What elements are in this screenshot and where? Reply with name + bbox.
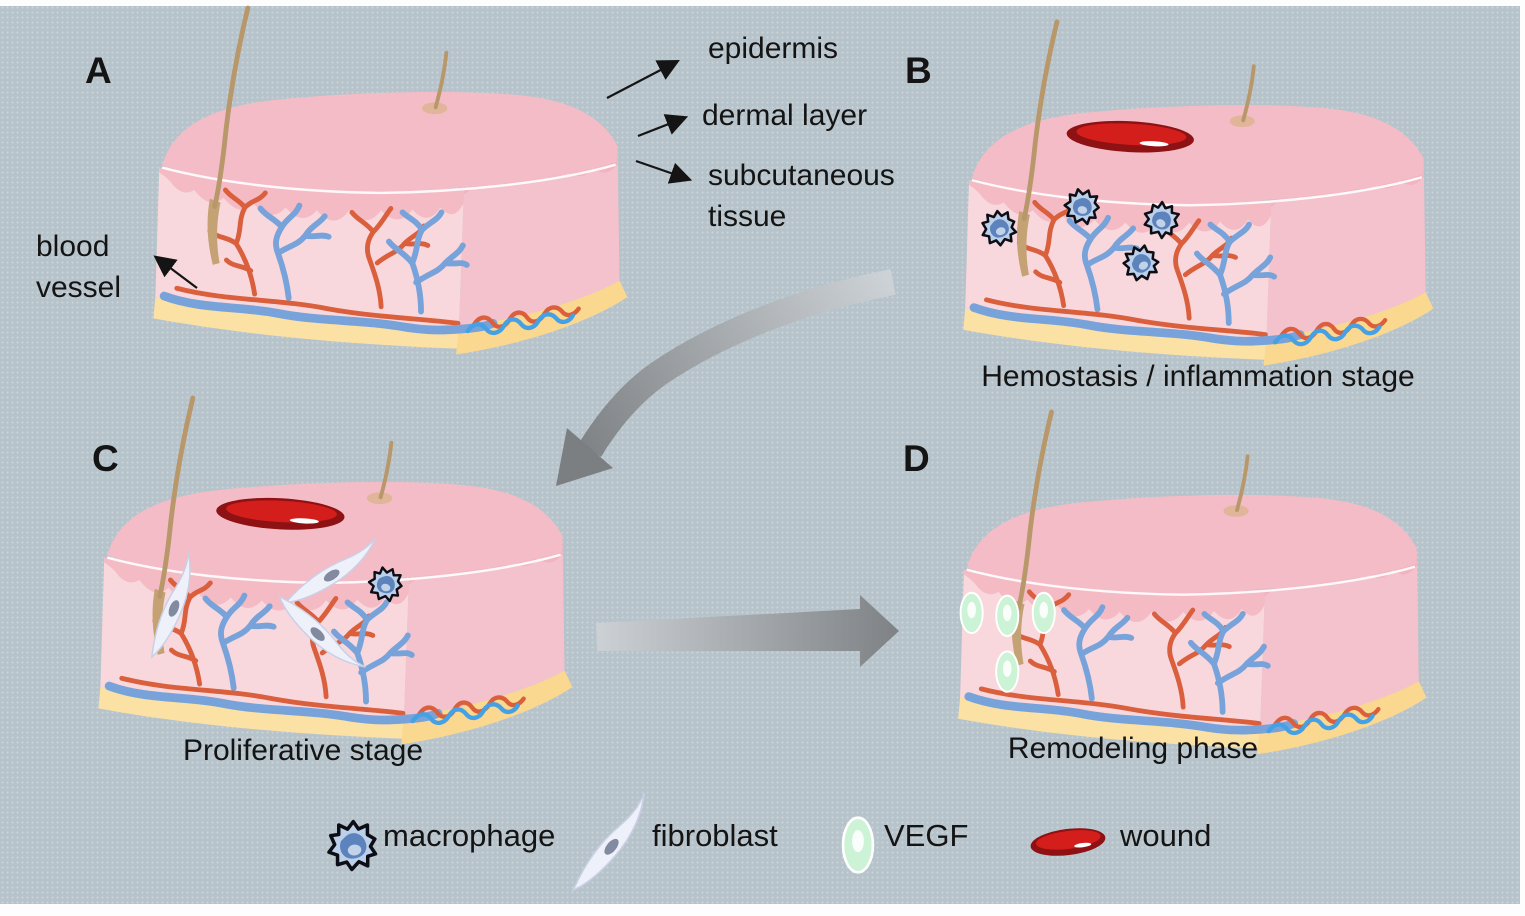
caption-proliferative: Proliferative stage — [182, 734, 424, 767]
panel-letter-c: C — [92, 438, 120, 479]
arrow-to-subcutaneous — [635, 159, 693, 184]
label-subcutaneous-tissue: subcutaneous tissue — [708, 155, 895, 237]
panel-c-skin-block — [78, 390, 584, 733]
panel-letter-b: B — [905, 50, 933, 91]
wound-icon — [1029, 824, 1107, 860]
vegf — [1031, 591, 1056, 635]
label-dermal-layer: dermal layer — [702, 99, 868, 132]
panel-b-skin-block — [943, 14, 1445, 354]
vegf — [995, 650, 1020, 693]
legend-label-wound: wound — [1120, 818, 1212, 853]
label-blood-line2: vessel — [36, 271, 122, 304]
legend-label-fibroblast: fibroblast — [652, 818, 778, 853]
label-epidermis: epidermis — [708, 32, 839, 65]
vegf — [959, 591, 984, 635]
legend-label-macrophage: macrophage — [383, 818, 556, 853]
panel-d-skin-block — [938, 404, 1438, 743]
macrophage-icon — [323, 817, 381, 875]
vegf-icon — [841, 816, 875, 874]
vegf — [995, 594, 1020, 637]
label-subcutaneous-line2: tissue — [708, 200, 787, 233]
arrow-c-to-d — [596, 595, 899, 667]
panel-letter-a: A — [85, 50, 113, 91]
label-subcutaneous-line1: subcutaneous — [708, 159, 895, 192]
panel-a-skin-block — [133, 0, 639, 343]
panel-letter-d: D — [903, 438, 931, 479]
label-blood-vessel: blood vessel — [36, 226, 121, 308]
figure-margin-top — [0, 0, 1525, 6]
caption-remodeling: Remodeling phase — [1007, 732, 1259, 765]
label-blood-line1: blood — [36, 230, 110, 263]
legend-label-vegf: VEGF — [884, 818, 969, 853]
figure-margin-right — [1520, 0, 1525, 916]
arrow-to-dermal-layer — [637, 114, 689, 138]
caption-hemostasis-inflammation: Hemostasis / inflammation stage — [981, 360, 1415, 393]
figure-margin-bottom — [0, 904, 1525, 916]
